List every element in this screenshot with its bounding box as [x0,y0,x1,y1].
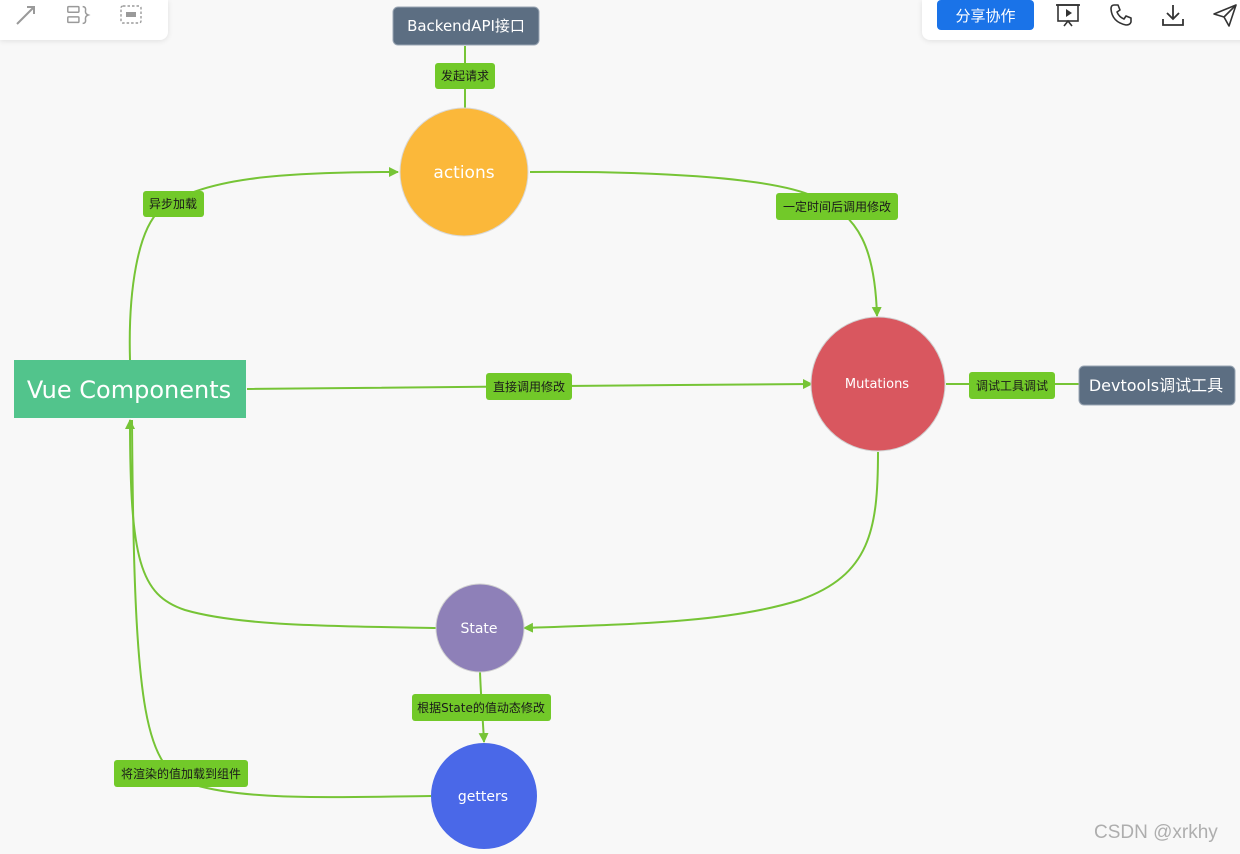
watermark: CSDN @xrkhy [1094,822,1218,843]
node-devtools-label: Devtools调试工具 [1089,376,1223,395]
node-backend-api-label: BackendAPI接口 [407,17,525,35]
edge-label-direct-call-modify[interactable]: 直接调用修改 [486,373,572,400]
presentation-icon[interactable] [1055,2,1081,28]
node-vue-components[interactable]: Vue Components [14,360,246,418]
edge-label-dynamic-modify-text: 根据State的值动态修改 [417,700,545,715]
node-state-label: State [460,621,497,637]
edge-label-async-load[interactable]: 异步加载 [143,191,204,217]
edge-label-render-to-component[interactable]: 将渲染的值加载到组件 [114,760,248,787]
node-backend-api[interactable]: BackendAPI接口 [392,6,540,46]
left-toolbar [0,0,168,40]
edge-label-fetch-request-text: 发起请求 [441,68,489,83]
bracket-group-icon[interactable] [65,2,91,28]
phone-icon[interactable] [1108,2,1134,28]
frame-icon[interactable] [118,2,144,28]
node-mutations-label: Mutations [845,377,909,392]
send-icon[interactable] [1212,2,1238,28]
edge-label-dynamic-modify[interactable]: 根据State的值动态修改 [412,694,551,721]
edge-label-devtools-debug-text: 调试工具调试 [976,378,1048,393]
edge-label-async-load-text: 异步加载 [149,197,197,211]
share-collaborate-button[interactable]: 分享协作 [937,0,1034,30]
node-mutations[interactable]: Mutations [810,316,946,452]
edge-getters-components [131,419,432,799]
right-toolbar: 分享协作 [922,0,1240,40]
edge-state-components [125,419,437,629]
edge-label-render-to-component-text: 将渲染的值加载到组件 [121,766,241,781]
edge-label-devtools-debug[interactable]: 调试工具调试 [969,372,1055,399]
edge-label-fetch-request[interactable]: 发起请求 [435,63,495,89]
download-icon[interactable] [1160,2,1186,28]
node-actions[interactable]: actions [399,107,529,237]
node-getters-label: getters [458,789,508,805]
node-getters[interactable]: getters [431,743,537,849]
edge-label-direct-call-modify-text: 直接调用修改 [493,379,565,394]
node-actions-label: actions [433,163,494,183]
edge-label-call-modify-later-text: 一定时间后调用修改 [783,199,891,214]
node-devtools[interactable]: Devtools调试工具 [1078,365,1236,406]
node-state[interactable]: State [435,583,525,673]
edge-mutations-state [523,451,879,633]
edge-actions-mutations [529,170,882,317]
arrow-icon[interactable] [13,2,39,28]
node-vue-components-label: Vue Components [27,376,231,404]
edge-label-call-modify-later[interactable]: 一定时间后调用修改 [776,193,898,220]
